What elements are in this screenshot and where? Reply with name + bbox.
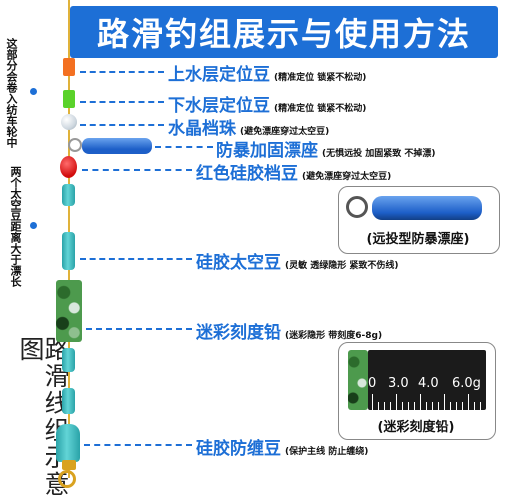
connector [80, 258, 192, 260]
camo-weight-large [348, 350, 368, 410]
label-space-bead: 硅胶太空豆(灵敏 透绿隐形 紧致不伤线) [196, 253, 399, 273]
note-reel: 这部分会卷入纺车轮中 [5, 38, 18, 148]
connector [80, 71, 164, 73]
float-seat-small [82, 138, 152, 154]
lower-float-stop [63, 90, 75, 108]
page-title: 路滑钓组展示与使用方法 [70, 6, 498, 58]
label-anti-tangle: 硅胶防缠豆(保护主线 防止缠绕) [196, 439, 369, 459]
ruler-label-4: 4.0 [418, 376, 439, 391]
label-upper-stop: 上水层定位豆(精准定位 锁紧不松动) [168, 65, 367, 85]
note-distance: 两个太空豆距离大于漂长 [9, 166, 22, 287]
upper-float-stop [63, 58, 75, 76]
ruler-label-6: 6.0g [452, 376, 481, 391]
ruler-label-3: 3.0 [388, 376, 409, 391]
silicone-tube [62, 348, 75, 372]
label-lower-stop: 下水层定位豆(精准定位 锁紧不松动) [168, 96, 367, 116]
float-seat-eye [68, 138, 82, 152]
connector [80, 124, 164, 126]
anti-tangle-sleeve [56, 424, 80, 462]
note-distance-dot [30, 222, 37, 229]
swivel [62, 460, 76, 470]
connector [82, 169, 192, 171]
connector [80, 101, 164, 103]
silicone-tube [62, 184, 75, 206]
crystal-bead [61, 114, 77, 130]
float-seat-eye-large [346, 196, 368, 218]
ruler-label-0: 0 [368, 376, 377, 391]
label-camo-weight: 迷彩刻度铅(迷彩隐形 带刻度6-8g) [196, 323, 383, 343]
red-silicone-bead [60, 156, 77, 178]
label-crystal-bead: 水晶档珠(避免漂座穿过太空豆) [168, 119, 330, 139]
box1-caption: (远投型防暴漂座) [366, 232, 470, 247]
label-red-bead: 红色硅胶档豆(避免漂座穿过太空豆) [196, 164, 392, 184]
box2-caption: (迷彩刻度铅) [377, 420, 455, 435]
connector [86, 328, 192, 330]
ruler: 0 3.0 4.0 6.0g [368, 350, 486, 410]
connector [155, 146, 213, 148]
note-reel-dot [30, 88, 37, 95]
silicone-tube [62, 388, 75, 414]
float-seat-large [372, 196, 482, 220]
label-float-seat: 防暴加固漂座(无惧远投 加固紧致 不掉漂) [216, 141, 436, 161]
camo-weight [56, 280, 82, 342]
connector [84, 444, 192, 446]
silicone-space-bead [62, 232, 75, 270]
snap-ring [58, 470, 76, 488]
